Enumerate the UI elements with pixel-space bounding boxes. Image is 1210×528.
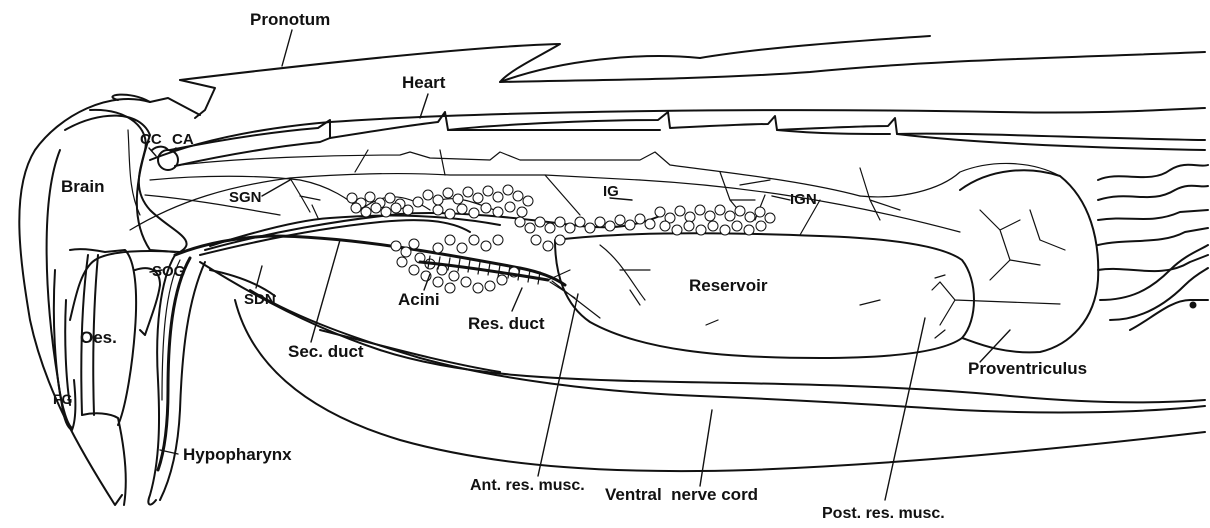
label-proventriculus: Proventriculus bbox=[968, 359, 1087, 378]
proventriculus-shape bbox=[960, 170, 1098, 352]
label-fg: FG bbox=[53, 391, 73, 407]
label-sgn: SGN bbox=[229, 189, 262, 206]
label-ign: IGN bbox=[790, 191, 817, 208]
label-ca: CA bbox=[172, 131, 194, 148]
label-post-res-musc: Post. res. musc. bbox=[822, 505, 945, 522]
post-res-musc-fibre bbox=[932, 275, 1060, 338]
leader-lines bbox=[149, 30, 1010, 500]
salivary-ducts bbox=[145, 176, 660, 255]
head-capsule bbox=[19, 95, 200, 505]
oesophagus-shape bbox=[70, 249, 136, 505]
label-reservoir: Reservoir bbox=[689, 276, 768, 295]
brain-shape bbox=[70, 110, 187, 320]
midgut-coils bbox=[1098, 165, 1208, 330]
label-brain: Brain bbox=[61, 177, 104, 196]
label-oes: Oes. bbox=[80, 328, 117, 347]
dorsal-body-wall bbox=[150, 108, 1205, 160]
label-res-duct: Res. duct bbox=[468, 314, 545, 333]
reservoir-shape bbox=[555, 233, 974, 358]
label-sog: SOG bbox=[152, 263, 185, 280]
label-pronotum: Pronotum bbox=[250, 10, 330, 29]
label-ventral-nerve-cord: Ventral nerve cord bbox=[605, 485, 758, 504]
heart-tube bbox=[170, 112, 1205, 166]
label-hypopharynx: Hypopharynx bbox=[183, 445, 292, 464]
label-sec-duct: Sec. duct bbox=[288, 342, 364, 361]
label-sdn: SDN bbox=[244, 291, 276, 308]
pronotum-shape bbox=[180, 36, 1205, 118]
label-heart: Heart bbox=[402, 73, 446, 92]
label-ant-res-musc: Ant. res. musc. bbox=[470, 477, 585, 494]
label-ig: IG bbox=[603, 183, 619, 200]
label-acini: Acini bbox=[398, 290, 440, 309]
label-cc: CC bbox=[140, 131, 162, 148]
